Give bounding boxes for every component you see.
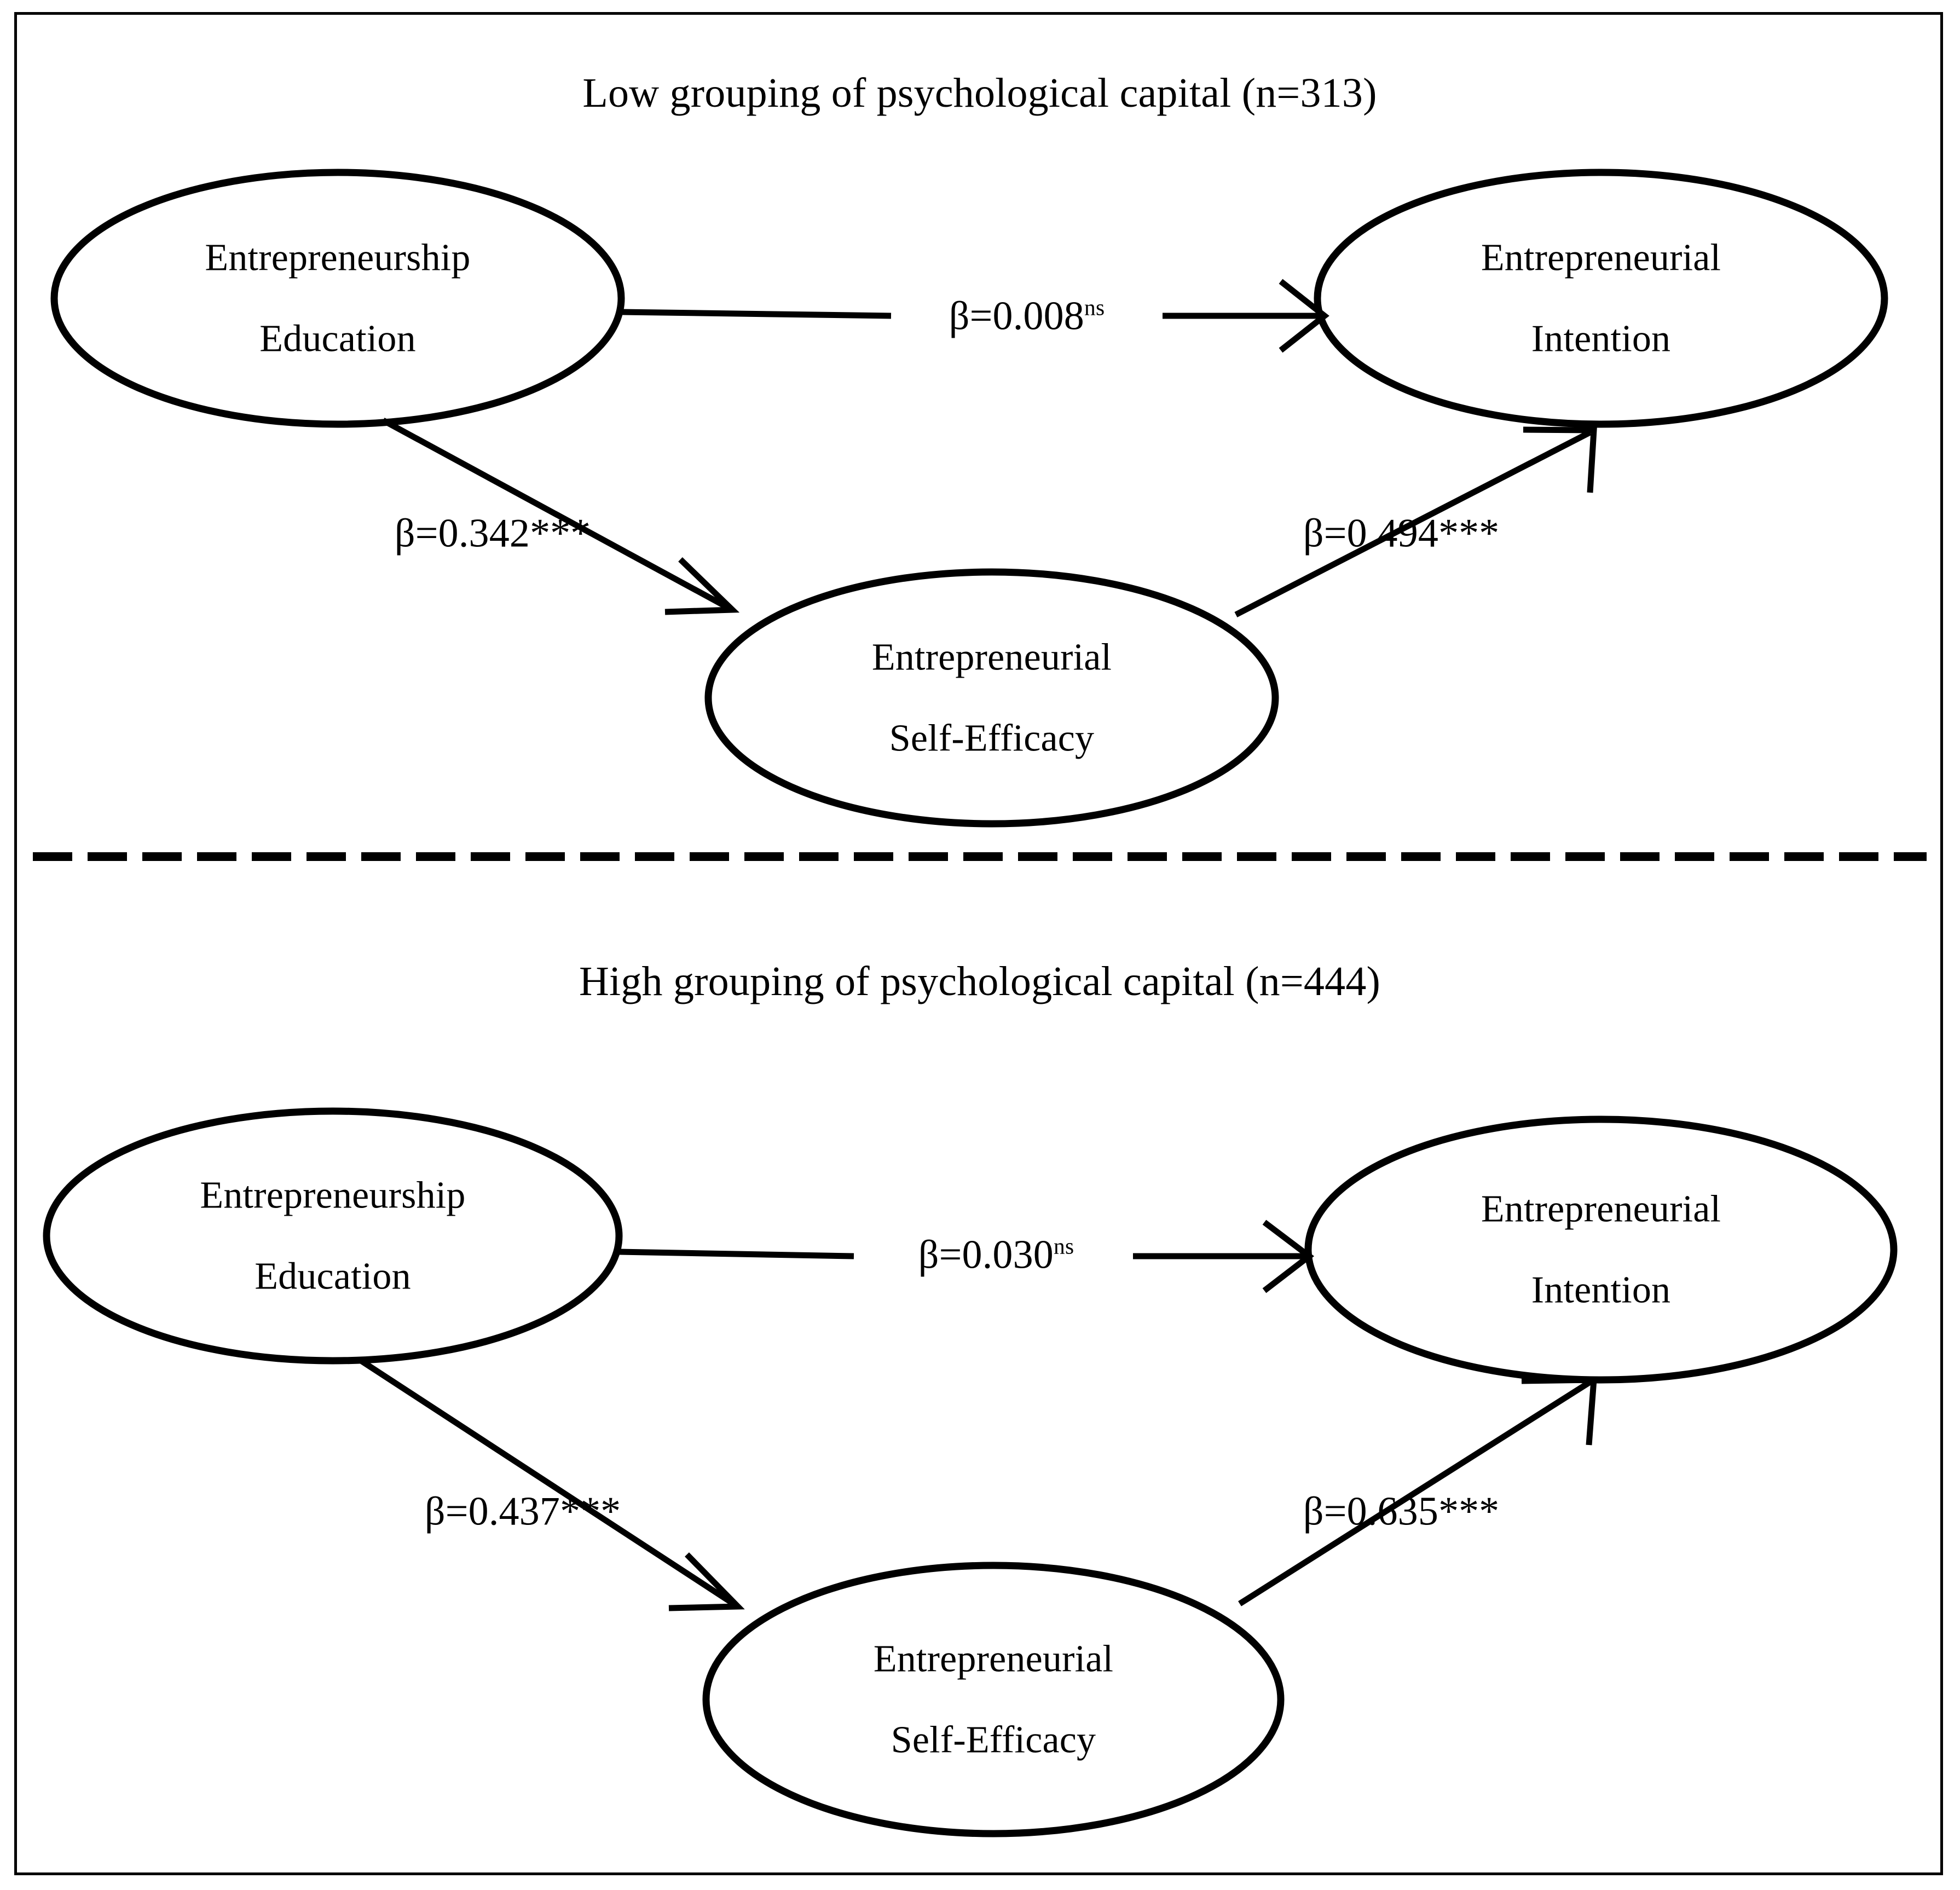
node-label-entrepreneurial-intention-low: Entrepreneurial Intention <box>1481 230 1721 367</box>
edge-significance: ns <box>1084 294 1105 320</box>
panel-title-high-grouping: High grouping of psychological capital (… <box>579 958 1381 1004</box>
node-label-entrepreneurship-education-low: Entrepreneurship Education <box>205 230 470 367</box>
node-ellipse-entrepreneurial-self-efficacy-low[interactable] <box>704 568 1279 828</box>
edge-significance: *** <box>1438 1489 1500 1534</box>
edge-coefficient: β=0.437 <box>424 1489 560 1534</box>
edge-ee-to-ei-high <box>618 1219 1315 1293</box>
node-label-line: Self-Efficacy <box>889 717 1095 759</box>
edge-coefficient: β=0.494 <box>1303 511 1439 556</box>
node-label-line: Entrepreneurship <box>200 1174 466 1217</box>
node-label-line: Self-Efficacy <box>891 1719 1096 1761</box>
node-ellipse-entrepreneurial-intention-low[interactable] <box>1314 169 1888 428</box>
edge-ese-to-ei-high <box>1238 1377 1597 1606</box>
node-ellipse-entrepreneurial-intention-high[interactable] <box>1304 1115 1898 1384</box>
edge-ee-to-ese-low <box>381 418 740 615</box>
edge-label-ee-to-ei-high: β=0.030ns <box>918 1226 1074 1284</box>
edge-coefficient: β=0.635 <box>1303 1489 1439 1534</box>
edge-coefficient: β=0.342 <box>394 511 530 556</box>
node-label-line: Education <box>259 317 416 360</box>
node-ellipse-entrepreneurial-self-efficacy-high[interactable] <box>702 1562 1285 1837</box>
arrowhead-ese-to-ei-low <box>1523 426 1597 493</box>
edge-ee-to-ei-low <box>621 279 1329 353</box>
arrowhead-ee-to-ei-low <box>1279 279 1329 353</box>
node-label-line: Entrepreneurial <box>871 636 1112 679</box>
node-label-line: Entrepreneurship <box>205 236 471 279</box>
arrowhead-ee-to-ese-low <box>664 557 740 615</box>
arrowhead-ee-to-ese-high <box>668 1552 745 1611</box>
node-label-line: Entrepreneurial <box>1481 236 1721 279</box>
edge-label-ese-to-ei-low: β=0.494*** <box>1303 504 1499 563</box>
edge-coefficient: β=0.030 <box>918 1232 1054 1278</box>
arrowhead-ee-to-ei-high <box>1262 1219 1315 1293</box>
node-label-entrepreneurial-self-efficacy-low: Entrepreneurial Self-Efficacy <box>872 630 1112 766</box>
node-label-line: Education <box>255 1255 411 1297</box>
edge-label-ese-to-ei-high: β=0.635*** <box>1303 1482 1499 1541</box>
node-ellipse-entrepreneurship-education-low[interactable] <box>50 169 625 428</box>
node-label-entrepreneurial-intention-high: Entrepreneurial Intention <box>1481 1182 1721 1318</box>
edge-label-ee-to-ei-low: β=0.008ns <box>949 287 1105 345</box>
edge-significance: *** <box>1438 511 1500 556</box>
edge-significance: *** <box>560 1489 621 1534</box>
edge-ee-to-ese-high <box>356 1356 745 1611</box>
edge-significance: ns <box>1054 1233 1074 1259</box>
node-label-line: Entrepreneurial <box>873 1638 1114 1680</box>
edge-significance: *** <box>530 511 591 556</box>
edge-ese-to-ei-low <box>1234 426 1597 617</box>
edge-coefficient: β=0.008 <box>949 293 1085 339</box>
node-label-line: Intention <box>1531 1269 1671 1311</box>
panel-title-low-grouping: Low grouping of psychological capital (n… <box>582 70 1377 116</box>
node-label-entrepreneurship-education-high: Entrepreneurship Education <box>200 1168 465 1304</box>
edge-label-ee-to-ese-low: β=0.342*** <box>395 504 591 563</box>
node-label-entrepreneurial-self-efficacy-high: Entrepreneurial Self-Efficacy <box>874 1632 1113 1768</box>
node-label-line: Entrepreneurial <box>1481 1188 1721 1230</box>
node-label-line: Intention <box>1531 317 1671 360</box>
edge-label-ee-to-ese-high: β=0.437*** <box>425 1482 621 1541</box>
arrowhead-ese-to-ei-high <box>1521 1377 1597 1446</box>
node-ellipse-entrepreneurship-education-high[interactable] <box>43 1107 623 1365</box>
